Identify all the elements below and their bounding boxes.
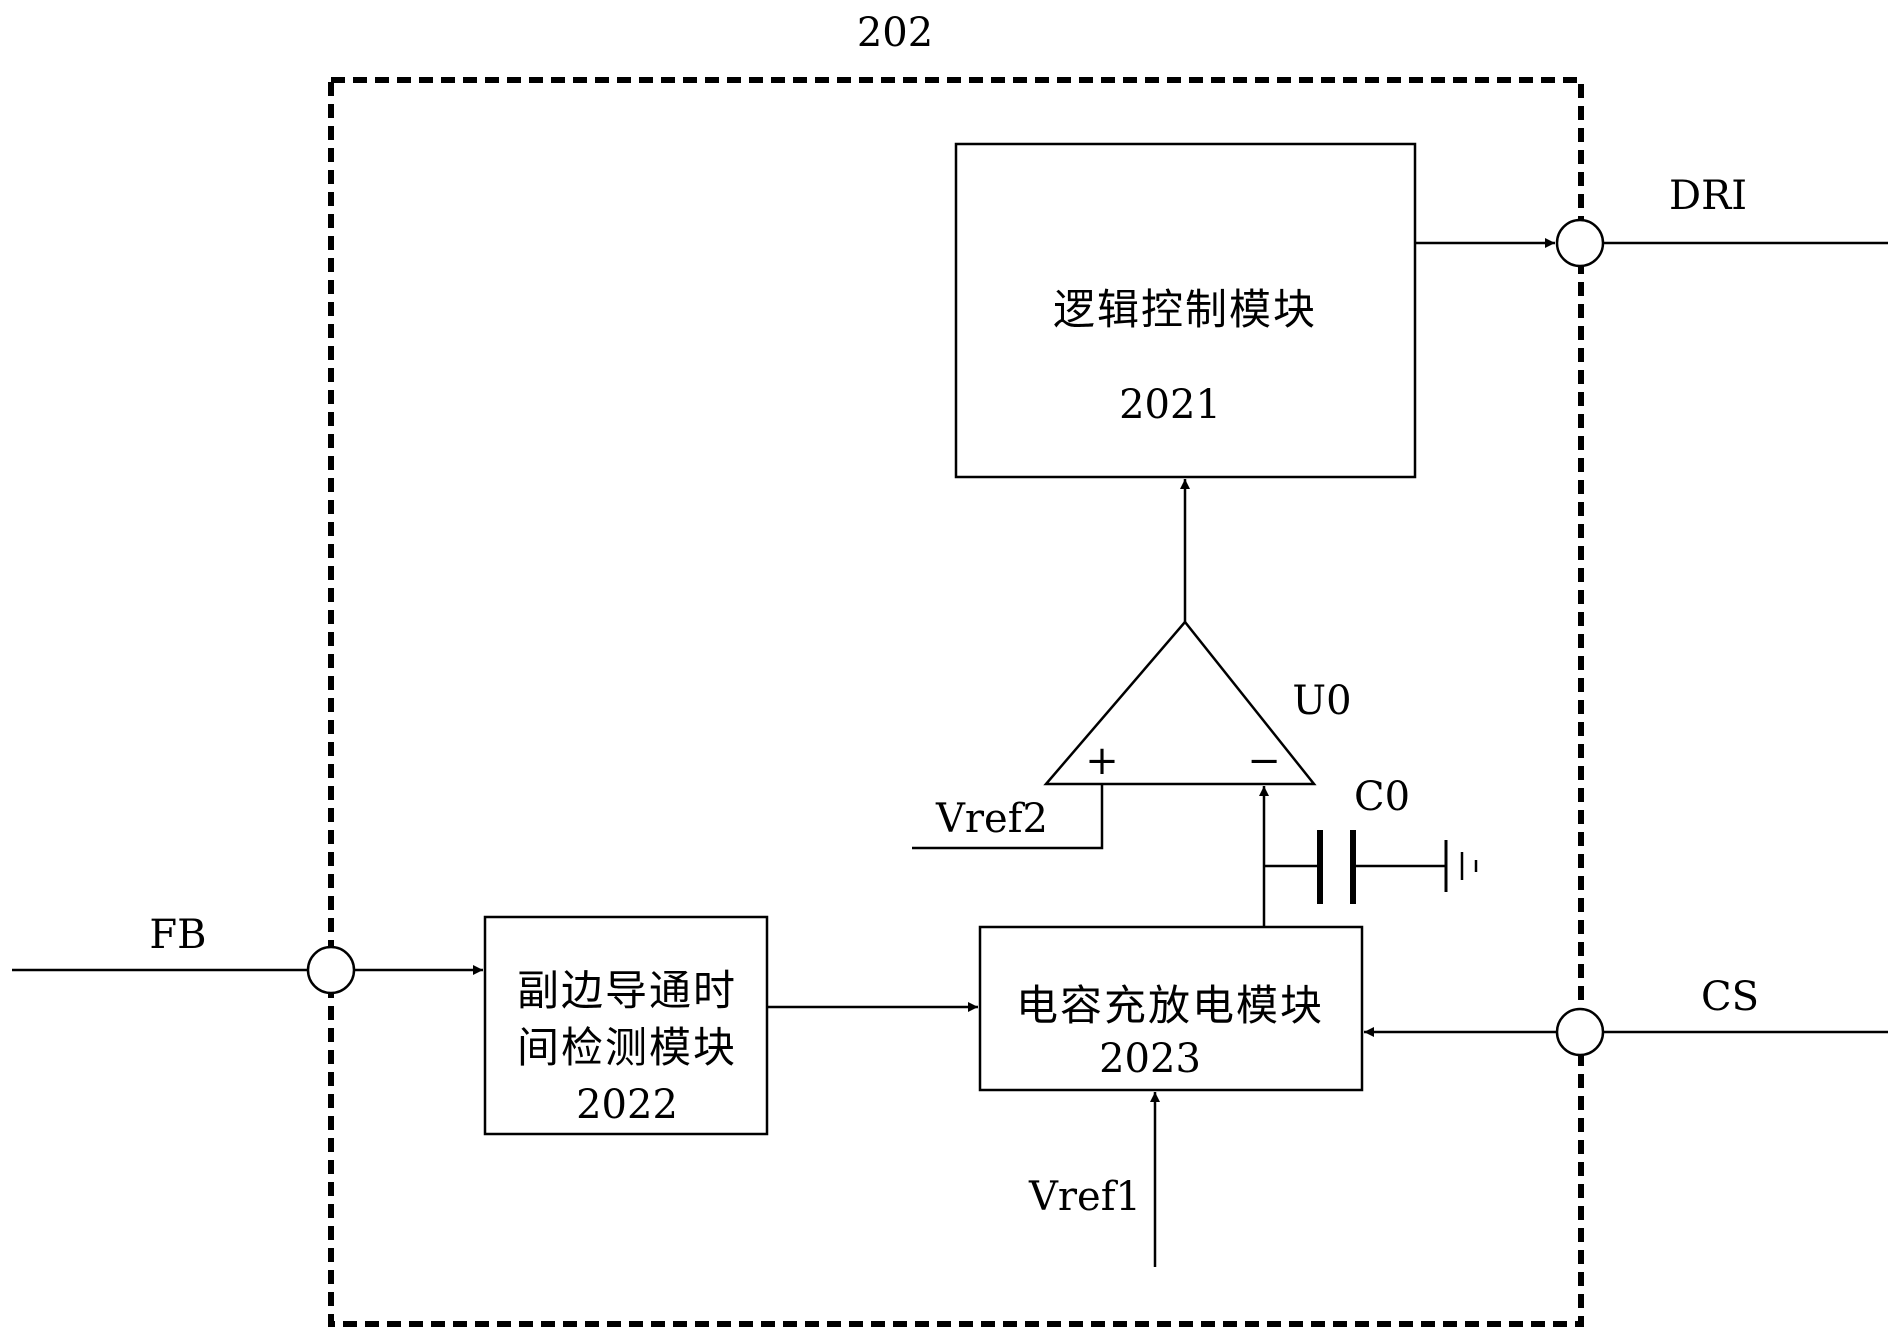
capacitor-charge-module: 电容充放电模块 2023: [978, 925, 1364, 1092]
dri-pin-label: DRI: [1669, 173, 1747, 219]
capacitor-module-name: 电容充放电模块: [1016, 981, 1324, 1030]
capacitor-module-id: 2023: [1099, 1036, 1201, 1082]
cs-pin-circle: [1555, 1007, 1605, 1057]
fb-pin-label: FB: [149, 912, 206, 958]
comparator-minus-sign: −: [1247, 738, 1281, 784]
vref2-wire: [912, 784, 1104, 850]
cs-pin-label: CS: [1701, 974, 1759, 1020]
comparator-u0: + − U0: [1043, 620, 1352, 786]
dri-pin-circle: [1555, 218, 1605, 268]
ground-icon: [1444, 840, 1478, 892]
outer-block-boundary: [328, 77, 1584, 1327]
logic-module-name: 逻辑控制模块: [1053, 285, 1317, 334]
vref1-label: Vref1: [1028, 1174, 1141, 1220]
capacitor-label: C0: [1354, 774, 1410, 820]
conduction-time-detect-module: 副边导通时 间检测模块 2022: [483, 915, 769, 1136]
detect-module-line1: 副边导通时: [517, 966, 737, 1015]
detect-module-id: 2022: [576, 1082, 678, 1128]
vref2-label: Vref2: [935, 796, 1048, 842]
detect-module-line2: 间检测模块: [517, 1023, 737, 1072]
fb-pin-circle: [306, 945, 356, 995]
capacitor-c0: C0: [1264, 774, 1446, 904]
comparator-label: U0: [1292, 678, 1351, 724]
comparator-plus-sign: +: [1085, 738, 1119, 784]
logic-control-module: 逻辑控制模块 2021: [954, 142, 1417, 479]
logic-module-id: 2021: [1119, 382, 1221, 428]
outer-block-label: 202: [857, 10, 933, 56]
